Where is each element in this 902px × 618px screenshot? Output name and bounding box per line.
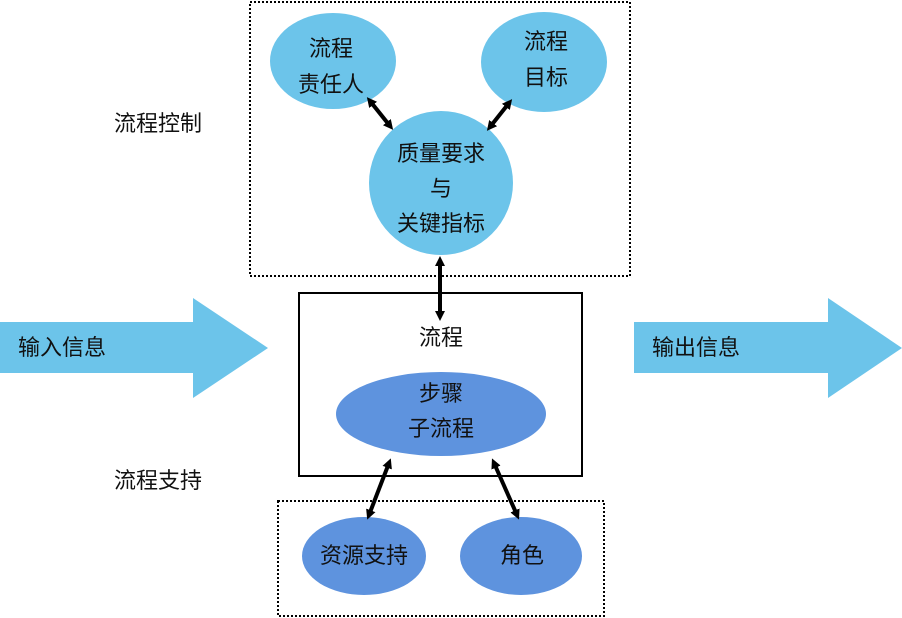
quality-label-line3: 关键指标 <box>396 212 486 237</box>
resources-ellipse <box>302 517 426 595</box>
owner-ellipse <box>270 13 396 109</box>
goal-label-line2: 目标 <box>523 66 569 91</box>
resources-label: 资源支持 <box>319 544 409 569</box>
process-support-label: 流程支持 <box>114 469 203 494</box>
owner-label-line1: 流程 <box>308 37 354 62</box>
owner-label-line2: 责任人 <box>297 73 365 98</box>
quality-circle <box>369 111 513 255</box>
steps-resources-arrow <box>366 458 392 520</box>
goal-quality-arrow <box>486 99 513 131</box>
steps-ellipse <box>336 372 546 456</box>
process-control-label: 流程控制 <box>114 112 203 137</box>
input-arrow-shape <box>0 298 268 398</box>
output-arrow-shape <box>634 298 902 398</box>
role-label: 角色 <box>499 544 545 569</box>
owner-quality-arrow <box>366 97 394 130</box>
goal-ellipse <box>481 12 607 112</box>
input-info-label: 输入信息 <box>18 336 107 361</box>
steps-label-line2: 子流程 <box>407 417 475 442</box>
quality-label-line2: 与 <box>429 177 453 202</box>
process-title: 流程 <box>418 326 464 351</box>
support-group-box <box>277 500 605 617</box>
quality-label-line1: 质量要求 <box>396 142 486 167</box>
output-info-label: 输出信息 <box>652 336 741 361</box>
steps-role-arrow <box>491 458 520 520</box>
steps-label-line1: 步骤 <box>418 382 464 407</box>
role-ellipse <box>460 517 582 595</box>
goal-label-line1: 流程 <box>523 30 569 55</box>
